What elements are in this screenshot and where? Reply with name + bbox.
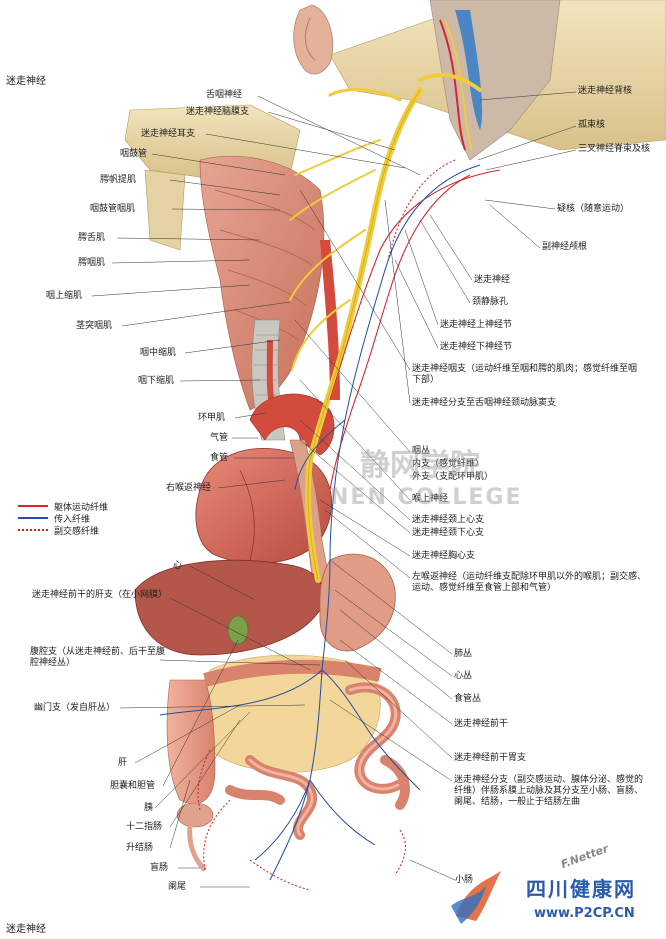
label-stylopharyngeus: 茎突咽肌	[76, 321, 113, 331]
label-palatoglossus: 腭舌肌	[78, 233, 106, 243]
label-liver: 肝	[118, 758, 128, 768]
label-anterior-vagal-trunk: 迷走神经前干	[454, 719, 509, 729]
label-pharyngeal-branch: 迷走神经咽支（运动纤维至咽和腭的肌肉；感觉纤维至咽下部）	[412, 364, 638, 385]
label-spinal-trigeminal: 三叉神经脊束及核	[578, 144, 651, 154]
watermark-background-cn: 静网学院	[360, 448, 480, 483]
stomach	[319, 553, 396, 652]
label-pancreas: 胰	[144, 803, 154, 813]
diagram-title-bottom: 迷走神经	[6, 924, 46, 935]
label-cecum: 盲肠	[150, 863, 169, 873]
label-dorsal-vagal-nucleus: 迷走神经背核	[578, 86, 633, 96]
label-glossopharyngeal-nerve: 舌咽神经	[206, 90, 243, 100]
label-jugular-foramen: 颈静脉孔	[472, 297, 509, 307]
legend-text-afferent: 传入纤维	[54, 514, 91, 525]
afferent-fibers	[159, 164, 481, 881]
liver	[134, 559, 325, 656]
label-auditory-tube: 咽鼓管	[120, 149, 148, 159]
label-vagus-auricular-branch: 迷走神经耳支	[141, 129, 196, 139]
label-right-recurrent-laryngeal: 右喉返神经	[166, 483, 212, 493]
label-celiac-branch: 腹腔支（从迷走神经前、后干至腹腔神经丛）	[30, 647, 166, 668]
legend-swatch-motor	[18, 505, 48, 507]
label-carotid-sinus-branch: 迷走神经分支至舌咽神经颈动脉窦支	[412, 398, 557, 408]
gallbladder	[227, 615, 249, 645]
label-pyloric-branch: 幽门支（发自肝丛）	[34, 703, 116, 713]
legend-item-parasympathetic: 副交感纤维	[18, 524, 108, 537]
label-internal-branch: 内支（感觉纤维）	[412, 459, 485, 469]
watermark-site-name: 四川健康网	[526, 877, 636, 901]
label-cricothyroid: 环甲肌	[198, 413, 226, 423]
label-pharyngeal-plexus: 咽丛	[412, 446, 431, 456]
legend-item-afferent: 传入纤维	[18, 512, 108, 525]
label-middle-constrictor: 咽中缩肌	[140, 348, 177, 358]
label-intestinal-branches: 迷走神经分支（副交感运动、腺体分泌、感觉的纤维）伴肠系膜上动脉及其分支至小肠、盲…	[454, 775, 644, 807]
label-levator-veli-palatini: 腭帆提肌	[100, 175, 137, 185]
label-inferior-constrictor: 咽下缩肌	[138, 376, 175, 386]
label-nucleus-ambiguus: 疑核（随意运动）	[557, 204, 630, 214]
watermark-background-en: NEN COLLEGE	[330, 485, 523, 510]
label-vagus-nerve: 迷走神经	[474, 275, 511, 285]
pharyngeal-muscles	[199, 155, 325, 411]
cecum	[176, 802, 214, 828]
label-superior-vagal-ganglion: 迷走神经上神经节	[440, 320, 513, 330]
label-hepatic-branch: 迷走神经前干的肝支（在小网膜）	[32, 590, 168, 600]
label-accessory-cranial-root: 副神经颅根	[542, 242, 588, 252]
label-superior-laryngeal: 喉上神经	[412, 494, 449, 504]
label-small-intestine: 小肠	[455, 875, 474, 885]
label-esophagus: 食管	[210, 453, 229, 463]
diagram-title-top: 迷走神经	[6, 76, 46, 87]
legend-swatch-parasympathetic	[18, 529, 48, 531]
label-superior-cervical-cardiac: 迷走神经颈上心支	[412, 515, 485, 525]
label-pulmonary-plexus: 肺丛	[454, 649, 473, 659]
label-ascending-colon: 升结肠	[126, 843, 154, 853]
appendix	[187, 824, 207, 872]
legend-text-motor: 躯体运动纤维	[54, 502, 109, 513]
legend-text-parasympathetic: 副交感纤维	[54, 526, 100, 537]
label-solitary-tract-nucleus: 孤束核	[578, 120, 606, 130]
label-thoracic-cardiac: 迷走神经胸心支	[412, 551, 476, 561]
label-gastric-branch: 迷走神经前干胃支	[454, 753, 527, 763]
label-external-branch: 外支（支配环甲肌）	[412, 472, 494, 482]
label-superior-constrictor: 咽上缩肌	[46, 291, 83, 301]
label-inferior-vagal-ganglion: 迷走神经下神经节	[440, 342, 513, 352]
legend-swatch-afferent	[18, 517, 48, 519]
label-inferior-cervical-cardiac: 迷走神经颈下心支	[412, 528, 485, 538]
ear	[293, 4, 334, 75]
watermark-site-url: www.P2CP.CN	[534, 906, 635, 921]
legend-item-motor: 躯体运动纤维	[18, 500, 109, 513]
label-esophageal-plexus: 食管丛	[454, 694, 482, 704]
label-appendix: 阑尾	[168, 882, 187, 892]
legend: 躯体运动纤维 传入纤维 副交感纤维	[18, 500, 109, 537]
label-cardiac-plexus: 心丛	[454, 671, 473, 681]
fourth-ventricle	[455, 10, 483, 130]
label-heart: 心	[173, 561, 183, 571]
label-palatopharyngeus: 腭咽肌	[78, 258, 106, 268]
vagus-nerve	[289, 72, 482, 583]
carotid-artery	[320, 240, 340, 400]
leader-lines	[91, 91, 577, 888]
site-logo-icon	[446, 866, 506, 926]
label-duodenum: 十二指肠	[126, 822, 163, 832]
label-trachea: 气管	[210, 433, 229, 443]
label-gallbladder-bile-duct: 胆囊和胆管	[110, 781, 156, 791]
colon	[166, 679, 216, 805]
label-left-recurrent-laryngeal: 左喉返神经（运动纤维支配除环甲肌以外的喉肌；副交感、运动、感觉纤维至食管上部和气…	[412, 572, 647, 593]
label-vagus-meningeal-branch: 迷走神经脑膜支	[186, 107, 250, 117]
label-salpingopharyngeus: 咽鼓管咽肌	[90, 204, 136, 214]
